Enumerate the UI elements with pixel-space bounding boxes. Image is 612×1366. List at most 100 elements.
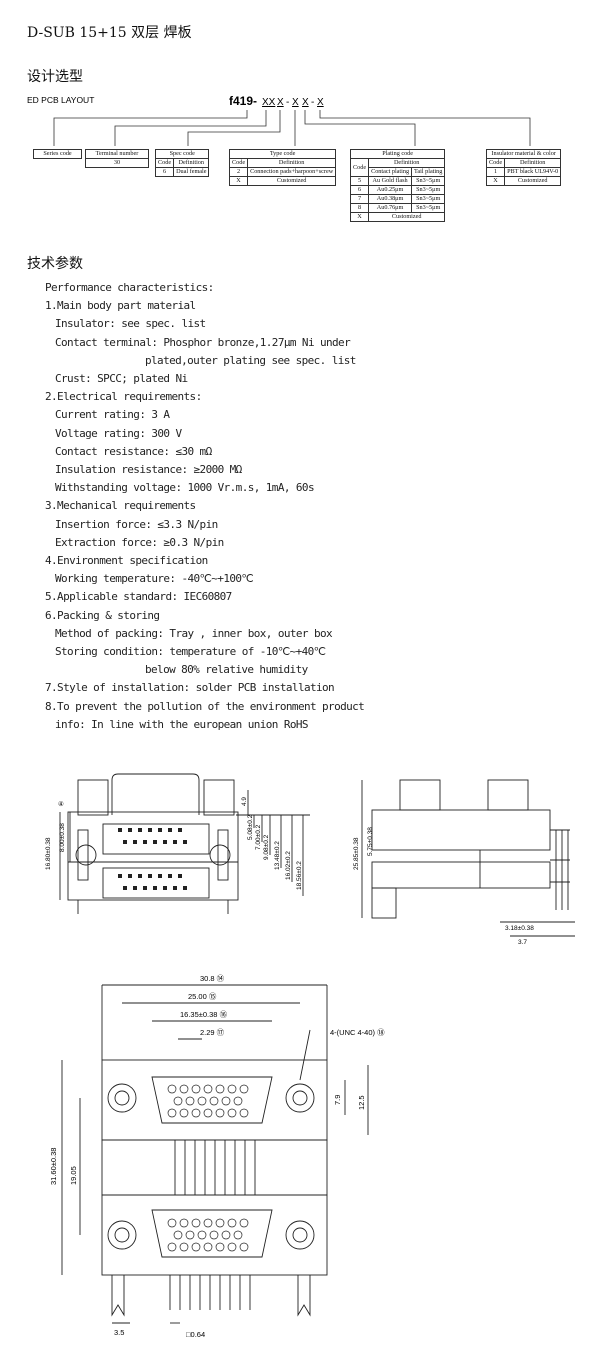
spec-line: Insertion force: ≤3.3 N/pin	[55, 517, 218, 531]
dimension-label: 2.29 ⑰	[200, 1028, 225, 1037]
table-cell: Sn3~5μm	[411, 203, 446, 213]
spec-line: Current rating: 3 A	[55, 408, 170, 422]
table-cell: 1	[485, 167, 506, 177]
dimension-label: 16.80±0.38	[45, 837, 52, 870]
dimension-label: 18.56±0.2	[296, 861, 303, 890]
table-cell: Dual female	[173, 167, 210, 177]
spec-line: 8.To prevent the pollution of the enviro…	[45, 699, 365, 713]
dimension-label: 30.8 ⑭	[200, 974, 225, 983]
table-cell: X	[485, 176, 506, 186]
spec-line: Crust: SPCC; plated Ni	[55, 372, 188, 386]
dimension-label: 5.08±0.2	[247, 814, 254, 840]
table-cell: Au0.38μm	[368, 194, 413, 204]
dimension-label: 13.48±0.2	[274, 841, 281, 870]
table-cell: 6	[349, 185, 370, 195]
table-cell: 8	[349, 203, 370, 213]
spec-line: Contact resistance: ≤30 mΩ	[55, 444, 212, 458]
section-tech-heading: 技术参数	[27, 256, 83, 272]
spec-line: 7.Style of installation: solder PCB inst…	[45, 681, 335, 695]
table-cell: Customized	[504, 176, 562, 186]
section-design-heading: 设计选型	[27, 69, 83, 85]
table-cell: Sn3~5μm	[411, 185, 446, 195]
spec-line: 3.Mechanical requirements	[45, 499, 196, 513]
table-cell: 5	[349, 176, 370, 186]
part-seg5: X	[317, 97, 324, 108]
table-cell: Code	[349, 158, 370, 177]
dimension-label: 25.00 ⑮	[188, 992, 217, 1001]
spec-line: Contact terminal: Phosphor bronze,1.27μm…	[55, 335, 351, 349]
spec-line: Insulation resistance: ≥2000 MΩ	[55, 463, 242, 477]
connector-front-drawing: 30.8 ⑭ 25.00 ⑮ 16.35±0.38 ⑯ 2.29 ⑰ 4-(UN…	[49, 974, 385, 1339]
dimension-label: 4-(UNC 4-40) ⑱	[330, 1028, 385, 1037]
table-cell: PBT black UL94V-0	[504, 167, 562, 177]
spec-line: Performance characteristics:	[45, 281, 214, 294]
spec-line: Insulator: see spec. list	[55, 317, 206, 331]
series-header: Series code	[33, 149, 82, 159]
spec-line: 4.Environment specification	[45, 554, 208, 568]
dimension-label: 3.7	[518, 939, 527, 946]
dimension-label: 4.9	[241, 797, 248, 806]
dimension-label: 31.60±0.38	[49, 1148, 58, 1185]
table-cell: 2	[228, 167, 249, 177]
part-prefix: f419-	[229, 94, 257, 108]
table-cell: Au0.25μm	[368, 185, 413, 195]
dimension-label: 16.35±0.38 ⑯	[180, 1010, 228, 1019]
terminal-header: Terminal number	[85, 149, 149, 159]
table-cell: Definition	[247, 158, 337, 168]
dimension-label: 12.5	[357, 1095, 366, 1110]
spec-header: Spec code	[154, 149, 210, 159]
dimension-label: 7.9	[333, 1095, 342, 1105]
dimension-label: ④	[58, 800, 64, 808]
dimension-label: 19.05	[69, 1166, 78, 1185]
part-seg2: X	[277, 97, 284, 108]
table-cell: Sn3~5μm	[411, 176, 446, 186]
dimension-label: 5.75±0.38	[367, 827, 374, 856]
dimension-label: 7.00±0.2	[255, 824, 262, 850]
table-cell: Customized	[368, 212, 446, 222]
dimension-label: 8.00±0.38	[59, 823, 66, 852]
spec-list: Performance characteristics: 1.Main body …	[45, 279, 365, 734]
table-cell: Code	[485, 158, 506, 168]
dimension-label: □0.64	[186, 1330, 205, 1339]
spec-line: 2.Electrical requirements:	[45, 390, 202, 404]
spec-line: Withstanding voltage: 1000 Vr.m.s, 1mA, …	[55, 481, 315, 495]
spec-line: info: In line with the european union Ro…	[55, 717, 309, 731]
table-cell: X	[349, 212, 370, 222]
dimension-label: 9.08±0.2	[263, 834, 270, 860]
page-title: D-SUB 15+15 双层 焊板	[27, 25, 192, 41]
table-cell: Contact plating	[368, 167, 413, 177]
part-dash: -	[286, 97, 289, 108]
terminal-number-table: Terminal number 30	[85, 149, 149, 168]
table-cell: Definition	[504, 158, 562, 168]
table-cell: Connection pads+harpoon+screw	[247, 167, 337, 177]
spec-line: Working temperature: -40℃~+100℃	[55, 572, 254, 586]
table-cell: X	[228, 176, 249, 186]
spec-line: Storing condition: temperature of -10℃~+…	[55, 645, 326, 659]
table-cell: Code	[154, 158, 175, 168]
table-cell: Au Gold flash	[368, 176, 413, 186]
spec-line: 1.Main body part material	[45, 299, 196, 313]
table-cell: Definition	[173, 158, 210, 168]
table-cell: Customized	[247, 176, 337, 186]
part-dash2: -	[311, 97, 314, 108]
spec-line: Extraction force: ≥0.3 N/pin	[55, 535, 224, 549]
spec-line: plated,outer plating see spec. list	[145, 353, 356, 367]
series-code-table: Series code	[33, 149, 82, 159]
dimension-label: 16.02±0.2	[285, 851, 292, 880]
table-cell: 6	[154, 167, 175, 177]
connector-lines	[53, 110, 531, 146]
table-cell: Code	[228, 158, 249, 168]
type-header: Type code	[228, 149, 337, 159]
table-cell: Sn3~5μm	[411, 194, 446, 204]
part-seg4: X	[302, 97, 309, 108]
spec-line: 6.Packing & storing	[45, 608, 160, 622]
dimension-label: 3.18±0.38	[505, 925, 534, 932]
table-cell: Tail plating	[411, 167, 446, 177]
part-seg1: XX	[262, 97, 276, 108]
dimension-label: 25.85±0.38	[353, 837, 360, 870]
layout-label: ED PCB LAYOUT	[27, 95, 94, 105]
spec-line: below 80% relative humidity	[145, 663, 308, 677]
